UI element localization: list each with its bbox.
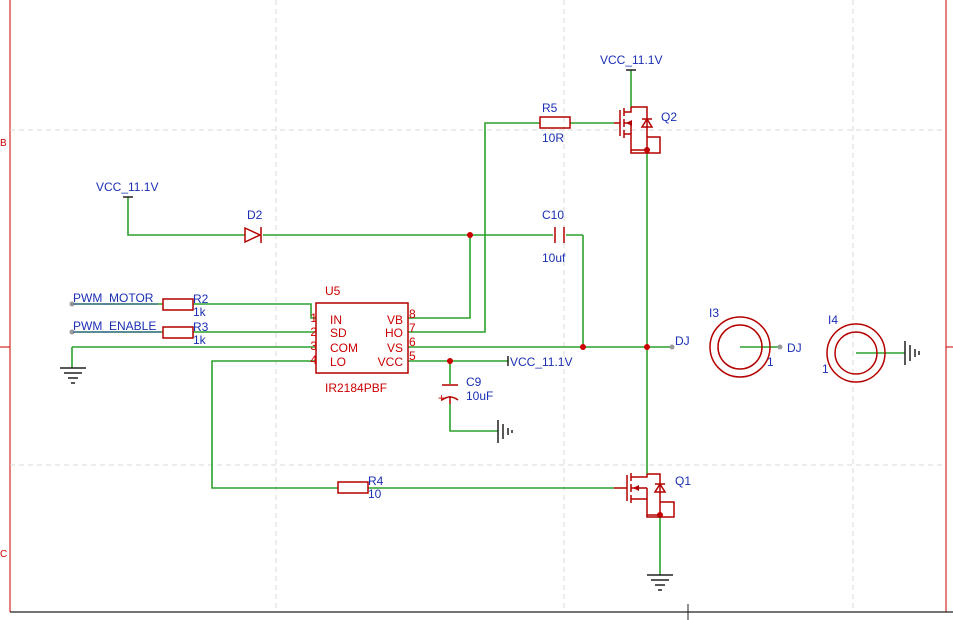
c10-ref: C10	[542, 208, 564, 222]
resistor-r5[interactable]: R5 10R	[539, 101, 571, 145]
pin-ends	[69, 301, 783, 350]
r4-value: 10	[368, 487, 382, 501]
i3-ref: I3	[709, 306, 719, 320]
vcc-left-symbol: VCC_11.1V	[96, 180, 158, 198]
net-label-dj-i3: DJ	[787, 341, 802, 355]
resistor-r3[interactable]: R3 1k	[162, 320, 209, 347]
ic-u5[interactable]: U5 IR2184PBF 1 IN 2 SD 3 COM 4 LO 8 VB 7…	[310, 284, 416, 395]
capacitor-c9[interactable]: + C9 10uF	[438, 375, 493, 405]
i4-ref: I4	[828, 313, 838, 327]
r3-value: 1k	[193, 333, 207, 347]
u5-pin-2-name: SD	[330, 326, 347, 340]
c10-value: 10uf	[542, 251, 566, 265]
i3-pin: 1	[767, 355, 774, 369]
diode-d2[interactable]: D2	[244, 208, 263, 244]
ground-icon	[647, 574, 673, 591]
r2-value: 1k	[193, 305, 207, 319]
u5-pin-1-num: 1	[310, 311, 317, 325]
u5-pin-4-name: LO	[330, 355, 346, 369]
u5-pin-8-name: VB	[387, 313, 403, 327]
r2-ref: R2	[193, 292, 209, 306]
vcc-top-symbol: VCC_11.1V	[600, 53, 662, 71]
u5-pin-5-num: 5	[409, 349, 416, 363]
u5-pin-6-name: VS	[387, 341, 403, 355]
ground-icon	[904, 341, 920, 365]
r4-ref: R4	[368, 474, 384, 488]
u5-part: IR2184PBF	[325, 381, 387, 395]
test-point-i4[interactable]: I4 1	[822, 313, 886, 383]
background-grid	[10, 0, 946, 612]
u5-pin-7-name: HO	[385, 326, 403, 340]
junctions	[447, 147, 663, 518]
resistor-r4[interactable]: R4 10	[337, 474, 384, 501]
r3-ref: R3	[193, 320, 209, 334]
mosfet-q2[interactable]: Q2	[614, 106, 677, 154]
net-label-pwm-enable: PWM_ENABLE	[73, 319, 156, 333]
resistor-r2[interactable]: R2 1k	[162, 292, 209, 319]
net-label-dj-main: DJ	[675, 334, 690, 348]
test-point-i3[interactable]: I3 1	[709, 306, 774, 378]
net-label-vcc-left: VCC_11.1V	[96, 180, 158, 194]
u5-pin-2-num: 2	[310, 325, 317, 339]
i4-pin: 1	[822, 362, 829, 376]
vcc-right-symbol: VCC_11.1V	[507, 355, 572, 369]
u5-pin-7-num: 7	[409, 321, 416, 335]
mosfet-q1[interactable]: Q1	[614, 473, 691, 518]
junction-dot	[644, 344, 650, 350]
d2-ref: D2	[247, 208, 263, 222]
u5-pin-1-name: IN	[330, 313, 342, 327]
u5-pin-6-num: 6	[409, 335, 416, 349]
ground-icon	[60, 367, 86, 384]
c9-value: 10uF	[466, 389, 493, 403]
junction-dot	[580, 344, 586, 350]
r5-value: 10R	[542, 131, 564, 145]
c9-polarity: +	[438, 391, 445, 405]
net-label-vcc-top: VCC_11.1V	[600, 53, 662, 67]
q1-ref: Q1	[675, 474, 691, 488]
u5-ref: U5	[325, 284, 341, 298]
net-label-pwm-motor: PWM_MOTOR	[73, 291, 154, 305]
capacitor-c10[interactable]: C10 10uf	[542, 208, 566, 265]
net-label-vcc-right: VCC_11.1V	[510, 355, 572, 369]
u5-pin-4-num: 4	[310, 353, 317, 367]
frame-zone-c: C	[0, 549, 7, 560]
u5-pin-5-name: VCC	[378, 355, 404, 369]
ground-icon	[497, 420, 513, 443]
u5-pin-8-num: 8	[409, 307, 416, 321]
u5-pin-3-num: 3	[310, 339, 317, 353]
wires	[71, 70, 905, 575]
junction-dot	[467, 232, 473, 238]
q2-ref: Q2	[661, 110, 677, 124]
c9-ref: C9	[466, 375, 482, 389]
junction-dot	[447, 358, 453, 364]
frame-zone-b: B	[0, 138, 7, 149]
u5-pin-3-name: COM	[330, 341, 358, 355]
r5-ref: R5	[542, 101, 558, 115]
